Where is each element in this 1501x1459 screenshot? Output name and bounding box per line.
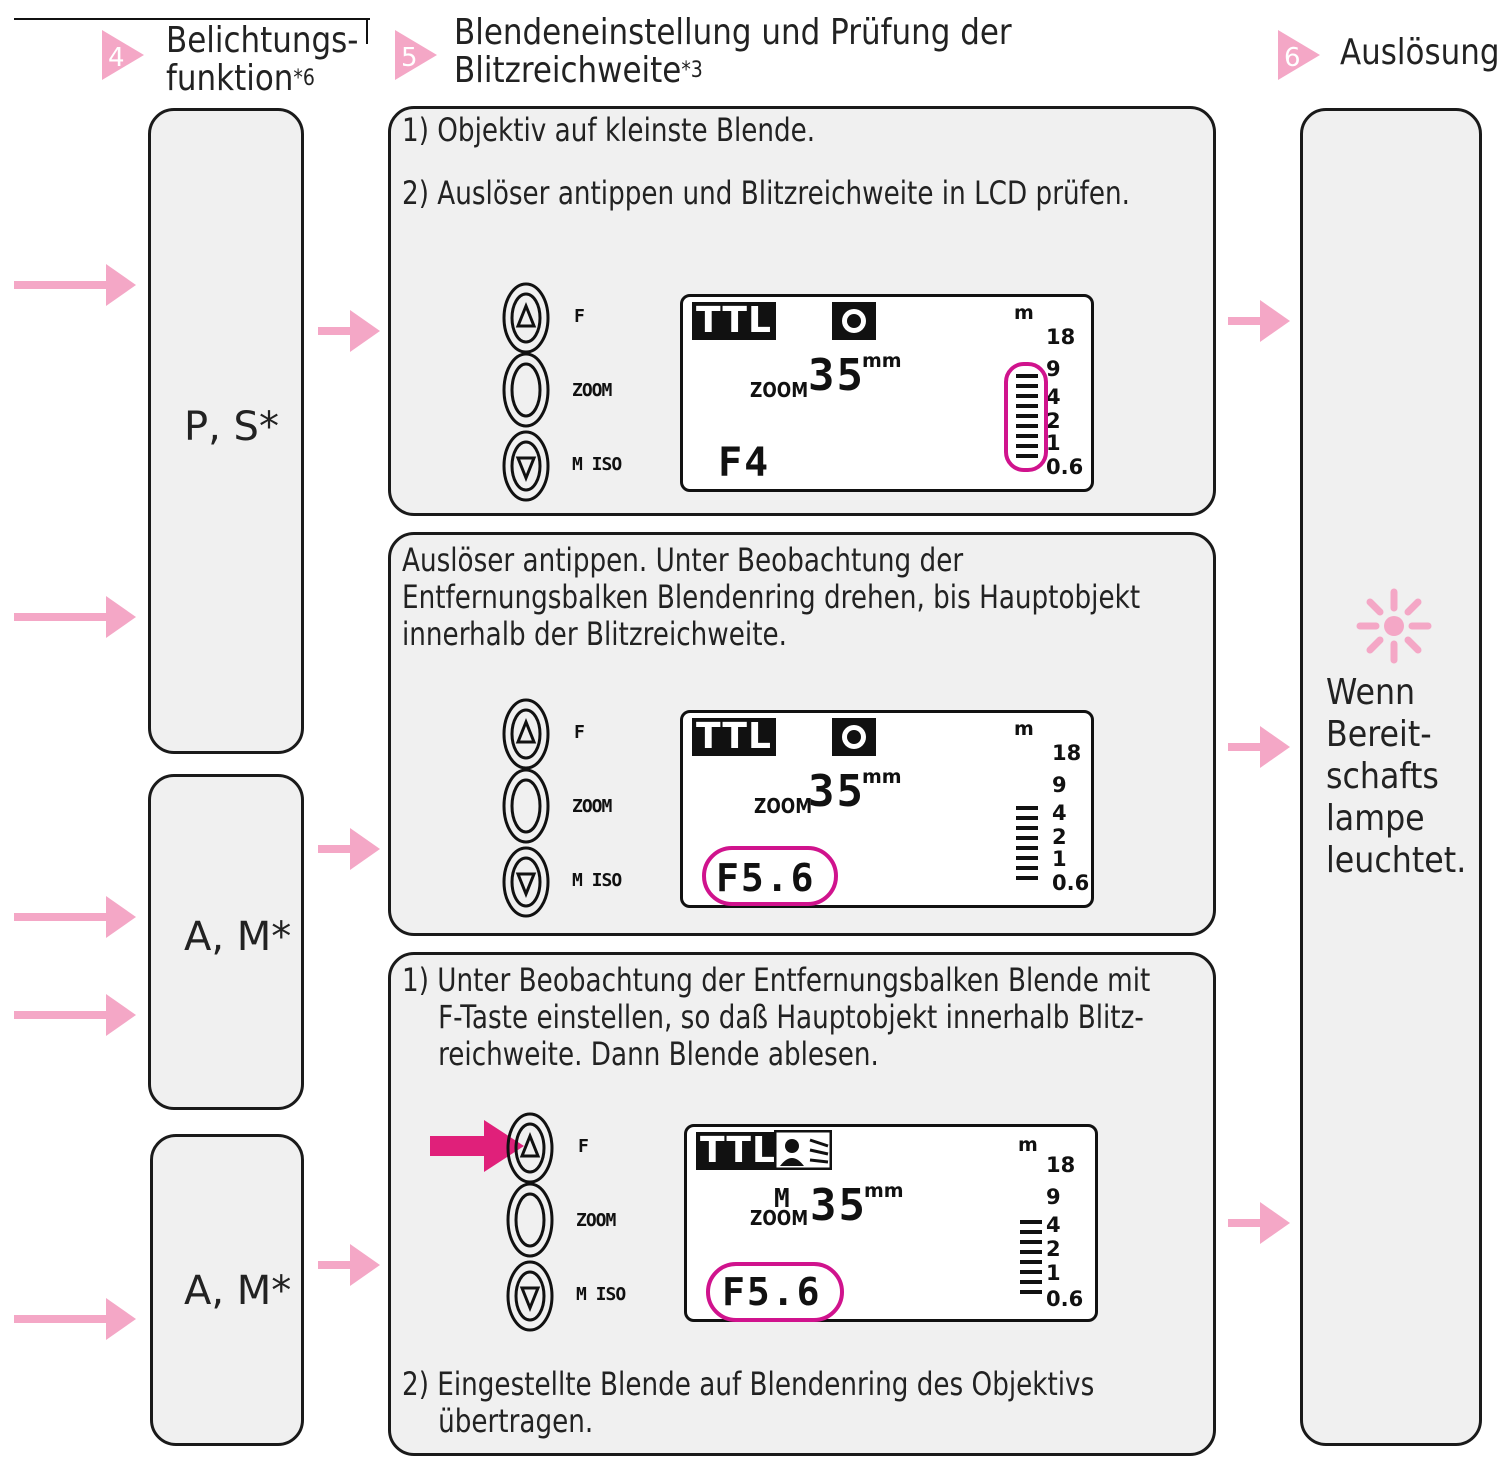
- ready-lamp-icon: [1356, 588, 1432, 664]
- svg-text:5: 5: [401, 43, 418, 73]
- step-badge-icon: 5: [395, 30, 437, 80]
- arrow-right-icon: [14, 1298, 136, 1340]
- scale-4: 4: [1046, 385, 1061, 409]
- ttl-indicator: TTL: [692, 302, 776, 340]
- arrow-right-icon: [318, 310, 380, 352]
- ready-text: Wenn Bereit- schafts lampe leuchtet.: [1326, 672, 1467, 881]
- zoom-label: ZOOM: [754, 794, 813, 818]
- mode-label: A, M*: [184, 914, 292, 960]
- scale-2: 2: [1052, 825, 1067, 849]
- step-number: 4: [108, 43, 125, 73]
- scale-4: 4: [1052, 801, 1067, 825]
- scale-9: 9: [1052, 773, 1067, 797]
- zoom-button-label: ZOOM: [576, 1210, 616, 1231]
- header-rule: [14, 18, 370, 20]
- aperture-highlight: [706, 1262, 844, 1322]
- scale-9: 9: [1046, 1185, 1061, 1209]
- f-button-label: F: [574, 722, 585, 743]
- button-column: [502, 698, 550, 918]
- mode-label: A, M*: [184, 1268, 292, 1314]
- scale-2: 2: [1046, 1237, 1061, 1261]
- scale-1: 1: [1046, 1261, 1061, 1285]
- step-5-label: Blendeneinstellung und Prüfung der Blitz…: [454, 12, 1012, 91]
- flash-metering-icon: [832, 718, 876, 756]
- mode-box-ps: [148, 108, 304, 754]
- manual-prefix: M: [774, 1184, 792, 1214]
- scale-06: 0.6: [1052, 871, 1090, 895]
- mode-button-label: M ISO: [572, 454, 622, 475]
- scale-06: 0.6: [1046, 455, 1084, 479]
- aperture-value: F5.6: [722, 1270, 822, 1314]
- ready-box: [1300, 108, 1482, 1446]
- ttl-indicator: TTL: [696, 1132, 780, 1170]
- aperture-value: F4: [718, 440, 771, 486]
- f-button-label: F: [578, 1136, 589, 1157]
- focal-length: 35: [808, 350, 865, 401]
- meter-unit: m: [1014, 302, 1034, 324]
- scale-18: 18: [1052, 741, 1082, 765]
- scale-18: 18: [1046, 325, 1076, 349]
- mode-box-am-1: [148, 774, 304, 1110]
- header-rule-tick: [366, 18, 368, 44]
- manual-flash-icon: [774, 1130, 832, 1170]
- distance-bars: [1016, 806, 1040, 886]
- arrow-right-icon: [318, 1244, 380, 1286]
- arrow-right-icon: [14, 596, 136, 638]
- step-badge-icon: 4: [102, 30, 144, 80]
- scale-18: 18: [1046, 1153, 1076, 1177]
- mode-button-label: M ISO: [572, 870, 622, 891]
- arrow-right-icon: [14, 994, 136, 1036]
- scale-1: 1: [1046, 431, 1061, 455]
- zoom-button-label: ZOOM: [572, 380, 612, 401]
- scale-06: 0.6: [1046, 1287, 1084, 1311]
- scale-1: 1: [1052, 847, 1067, 871]
- bars-highlight: [1004, 362, 1048, 472]
- mode-box-am-2: [150, 1134, 304, 1446]
- svg-text:6: 6: [1284, 43, 1301, 73]
- meter-unit: m: [1018, 1134, 1038, 1156]
- aperture-highlight: [702, 846, 838, 906]
- scale-4: 4: [1046, 1213, 1061, 1237]
- panel-1-text: 1) Objektiv auf kleinste Blende. 2) Ausl…: [402, 111, 1130, 212]
- flash-metering-icon: [832, 302, 876, 340]
- arrow-right-icon: [318, 828, 380, 870]
- mode-label: P, S*: [184, 404, 279, 450]
- arrow-right-icon: [1228, 726, 1290, 768]
- arrow-right-icon: [1228, 1202, 1290, 1244]
- panel-3-text-bottom: 2) Eingestellte Blende auf Blendenring d…: [402, 1365, 1095, 1440]
- scale-9: 9: [1046, 357, 1061, 381]
- focal-unit: mm: [862, 766, 902, 788]
- focal-unit: mm: [862, 350, 902, 372]
- focal-length: 35: [808, 766, 865, 817]
- focal-length: 35: [810, 1180, 867, 1231]
- arrow-right-icon: [1228, 300, 1290, 342]
- scale-2: 2: [1046, 409, 1061, 433]
- arrow-right-icon: [14, 896, 136, 938]
- step-4-label: Belichtungs- funktion*6: [166, 20, 359, 99]
- distance-bars: [1016, 374, 1040, 466]
- mode-button-label: M ISO: [576, 1284, 626, 1305]
- aperture-value: F5.6: [716, 856, 816, 900]
- distance-bars: [1020, 1220, 1044, 1300]
- step-6-label: Auslösung: [1340, 32, 1500, 73]
- f-button-label: F: [574, 306, 585, 327]
- focal-unit: mm: [864, 1180, 904, 1202]
- ttl-indicator: TTL: [692, 718, 776, 756]
- step-badge-icon: 6: [1278, 30, 1320, 80]
- press-arrow-icon: [430, 1120, 524, 1172]
- panel-3-text-top: 1) Unter Beobachtung der Entfernungsbalk…: [402, 961, 1151, 1073]
- zoom-label: ZOOM: [750, 378, 809, 402]
- zoom-button-label: ZOOM: [572, 796, 612, 817]
- arrow-right-icon: [14, 264, 136, 306]
- button-column: [502, 282, 550, 502]
- zoom-label: ZOOM: [750, 1206, 809, 1230]
- button-column: [506, 1112, 554, 1332]
- panel-2-text: Auslöser antippen. Unter Beobachtung der…: [402, 541, 1141, 653]
- meter-unit: m: [1014, 718, 1034, 740]
